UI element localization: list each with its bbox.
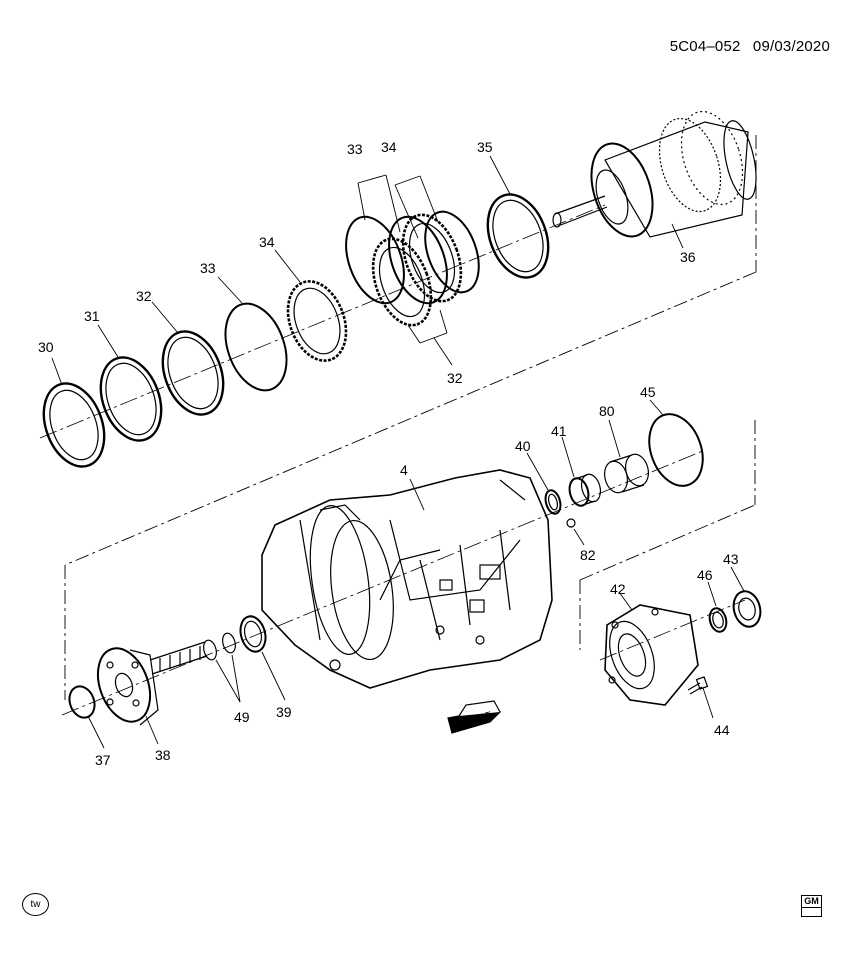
callout-40: 40 (515, 438, 531, 454)
clutch-pack-cluster (345, 210, 480, 327)
callout-39: 39 (276, 704, 292, 720)
callout-labels: 30 31 32 33 34 33 34 32 35 36 4 40 41 80… (38, 139, 739, 768)
tw-badge-label: tw (30, 899, 41, 910)
transmission-case-4 (261, 469, 553, 689)
input-shaft-38 (96, 641, 208, 726)
diagram-code: 5C04–052 (669, 38, 741, 55)
callout-43: 43 (723, 551, 739, 567)
callout-34-pack: 34 (381, 139, 397, 155)
callout-36: 36 (680, 249, 696, 265)
clutch-plate-30 (42, 382, 106, 468)
callout-4: 4 (400, 462, 408, 478)
snap-ring-37 (68, 685, 96, 719)
callout-31: 31 (84, 308, 100, 324)
diagram-header: 5C04–052 09/03/2020 (600, 38, 830, 55)
plug-82 (566, 518, 576, 528)
callout-45: 45 (640, 384, 656, 400)
callout-41: 41 (551, 423, 567, 439)
callout-33-pack: 33 (347, 141, 363, 157)
clutch-plate-35 (486, 193, 550, 279)
clutch-plate-31 (99, 356, 163, 442)
leader-lines (51, 155, 745, 749)
clutch-plate-32 (161, 330, 225, 416)
front-arrow (447, 700, 502, 734)
bolt-44 (687, 676, 709, 695)
callout-42: 42 (610, 581, 626, 597)
callout-32: 32 (136, 288, 152, 304)
callout-44: 44 (714, 722, 730, 738)
diagram-date: 09/03/2020 (752, 38, 830, 55)
gm-logo-label: GM (804, 896, 819, 906)
o-ring-45 (648, 413, 704, 487)
seal-40 (544, 489, 562, 515)
front-arrow-label: FRT (471, 710, 492, 726)
callout-37: 37 (95, 752, 111, 768)
bushing-46 (708, 607, 728, 633)
callout-80: 80 (599, 403, 615, 419)
callout-46: 46 (697, 567, 713, 583)
callout-38: 38 (155, 747, 171, 763)
centerline-lower (61, 449, 746, 716)
callout-33: 33 (200, 260, 216, 276)
seal-43 (732, 590, 762, 628)
upper-assembly-boundary (64, 135, 757, 700)
friction-plate-34 (286, 280, 348, 362)
gm-logo-underline (802, 907, 821, 916)
callout-35: 35 (477, 139, 493, 155)
callout-49: 49 (234, 709, 250, 725)
callout-82: 82 (580, 547, 596, 563)
snap-ring-33 (224, 302, 288, 392)
tw-badge-icon: tw (22, 893, 49, 916)
seal-39 (239, 615, 267, 653)
bushing-80 (603, 453, 650, 494)
gm-logo-icon: GM (801, 895, 822, 917)
extension-housing-42 (604, 604, 699, 706)
centerline-upper (39, 204, 606, 439)
callout-brackets (357, 174, 453, 366)
bearing-41 (568, 473, 602, 507)
seal-rings-49 (203, 632, 236, 661)
clutch-drum-36 (552, 110, 757, 238)
callout-32-pack: 32 (447, 370, 463, 386)
callout-30: 30 (38, 339, 54, 355)
callout-34: 34 (259, 234, 275, 250)
